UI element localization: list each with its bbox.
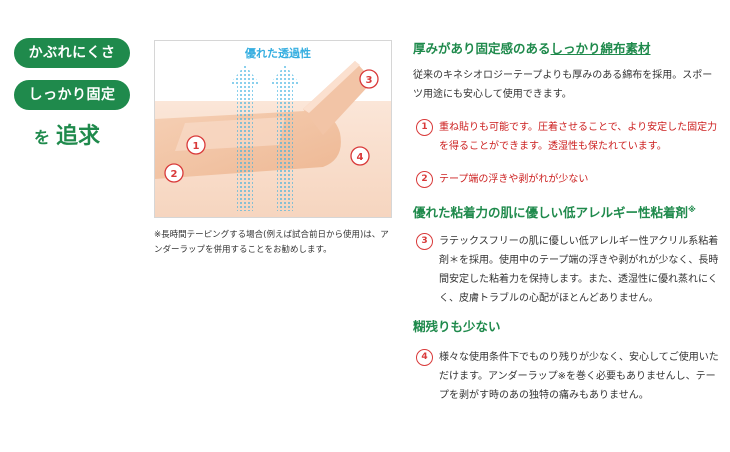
heading-footnote-mark: ※	[688, 205, 696, 214]
list-item: 1 重ね貼りも可能です。圧着させることで、より安定した固定力を得ることができます…	[413, 118, 719, 156]
pursue-particle: を	[34, 128, 51, 147]
tape-peel-edge	[303, 61, 360, 113]
number-badge: 3	[416, 233, 433, 251]
marker-4: 4	[350, 146, 370, 166]
section-1-heading: 厚みがあり固定感のあるしっかり綿布素材	[413, 41, 651, 56]
svg-text:2: 2	[171, 169, 178, 180]
svg-text:1: 1	[193, 141, 200, 152]
list-item: 2 テープ端の浮きや剥がれが少ない	[413, 170, 719, 189]
pursue-caption: を追求	[34, 118, 100, 150]
section-2-heading: 優れた粘着力の肌に優しい低アレルギー性粘着剤※	[413, 205, 696, 221]
list-item: 4 様々な使用条件下でものり残りが少なく、安心してご使用いただけます。アンダーラ…	[413, 348, 719, 405]
tape-peel-end	[303, 61, 373, 135]
section-3-heading: 糊残りも少ない	[413, 319, 501, 335]
section-1-intro: 従来のキネシオロジーテープよりも厚みのある綿布を採用。スポーツ用途にも安心して使…	[413, 70, 713, 100]
marker-3: 3	[359, 69, 379, 89]
svg-text:3: 3	[366, 75, 373, 86]
tape-illustration-svg: 優れた透過性 1 2 3 4	[155, 46, 391, 217]
number-badge: 4	[416, 349, 433, 367]
number-badge: 2	[416, 171, 433, 188]
marker-2: 2	[164, 163, 184, 183]
breathability-arrows	[229, 65, 301, 211]
section-1-heading-underlined: しっかり綿布素材	[550, 41, 651, 56]
number-badge: 1	[416, 119, 433, 136]
feature-details: 厚みがあり固定感のあるしっかり綿布素材 従来のキネシオロジーテープよりも厚みのあ…	[413, 40, 719, 405]
arrow-icon	[269, 65, 301, 211]
feature-pill-kabure: かぶれにくさ	[14, 38, 130, 68]
marker-1: 1	[186, 135, 206, 155]
pursue-word: 追求	[56, 124, 101, 149]
svg-text:4: 4	[357, 152, 364, 163]
tape-illustration: 優れた透過性 1 2 3 4	[154, 40, 392, 218]
arrow-label: 優れた透過性	[244, 46, 311, 60]
arrow-icon	[229, 65, 261, 211]
usage-note: ※長時間テーピングする場合(例えば試合前日から使用)は、アンダーラップを併用する…	[154, 230, 389, 255]
feature-pill-kotei: しっかり固定	[14, 80, 130, 110]
list-item: 3 ラテックスフリーの肌に優しい低アレルギー性アクリル系粘着剤＊を採用。使用中の…	[413, 232, 719, 308]
